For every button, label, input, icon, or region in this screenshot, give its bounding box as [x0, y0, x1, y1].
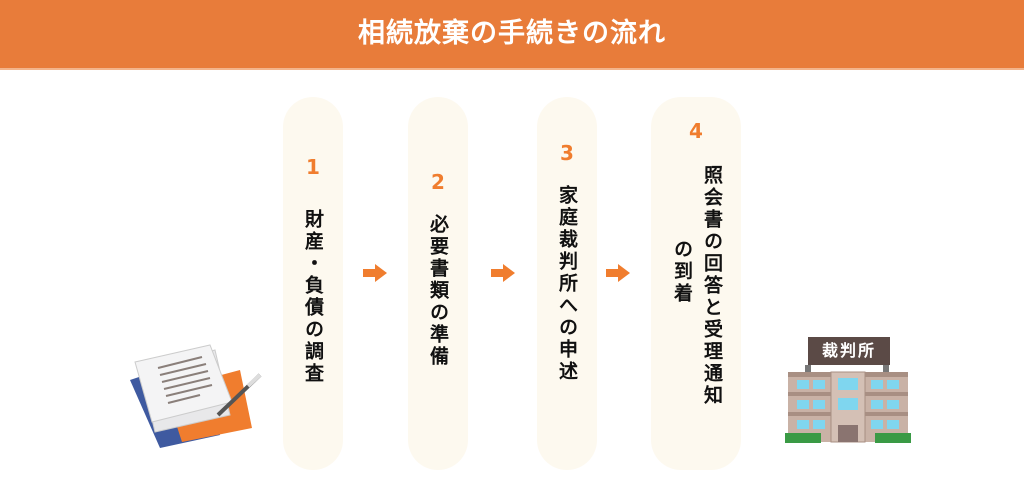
step-number: 4 — [689, 119, 703, 143]
header-banner: 相続放棄の手続きの流れ — [0, 0, 1024, 70]
courthouse-illustration: 裁判所 — [783, 335, 913, 447]
documents-illustration — [130, 344, 262, 448]
step-label-line-1: 照会書の回答と受理通知 — [701, 165, 723, 407]
step-card-3: 3 家庭裁判所への申述 — [537, 97, 597, 470]
arrow-right-icon — [491, 264, 515, 282]
page-title: 相続放棄の手続きの流れ — [358, 18, 666, 49]
step-card-4: 4 照会書の回答と受理通知 の到着 — [651, 97, 741, 470]
arrow-right-icon — [606, 264, 630, 282]
step-label: 必要書類の準備 — [427, 214, 449, 368]
step-card-2: 2 必要書類の準備 — [408, 97, 468, 470]
step-number: 2 — [431, 170, 445, 194]
courthouse-sign: 裁判所 — [821, 341, 876, 360]
step-number: 1 — [306, 155, 320, 179]
step-label: 家庭裁判所への申述 — [556, 185, 578, 383]
step-label: 財産・負債の調査 — [302, 209, 324, 385]
arrow-right-icon — [363, 264, 387, 282]
step-card-1: 1 財産・負債の調査 — [283, 97, 343, 470]
step-number: 3 — [560, 141, 574, 165]
step-label-line-2: の到着 — [671, 239, 693, 305]
